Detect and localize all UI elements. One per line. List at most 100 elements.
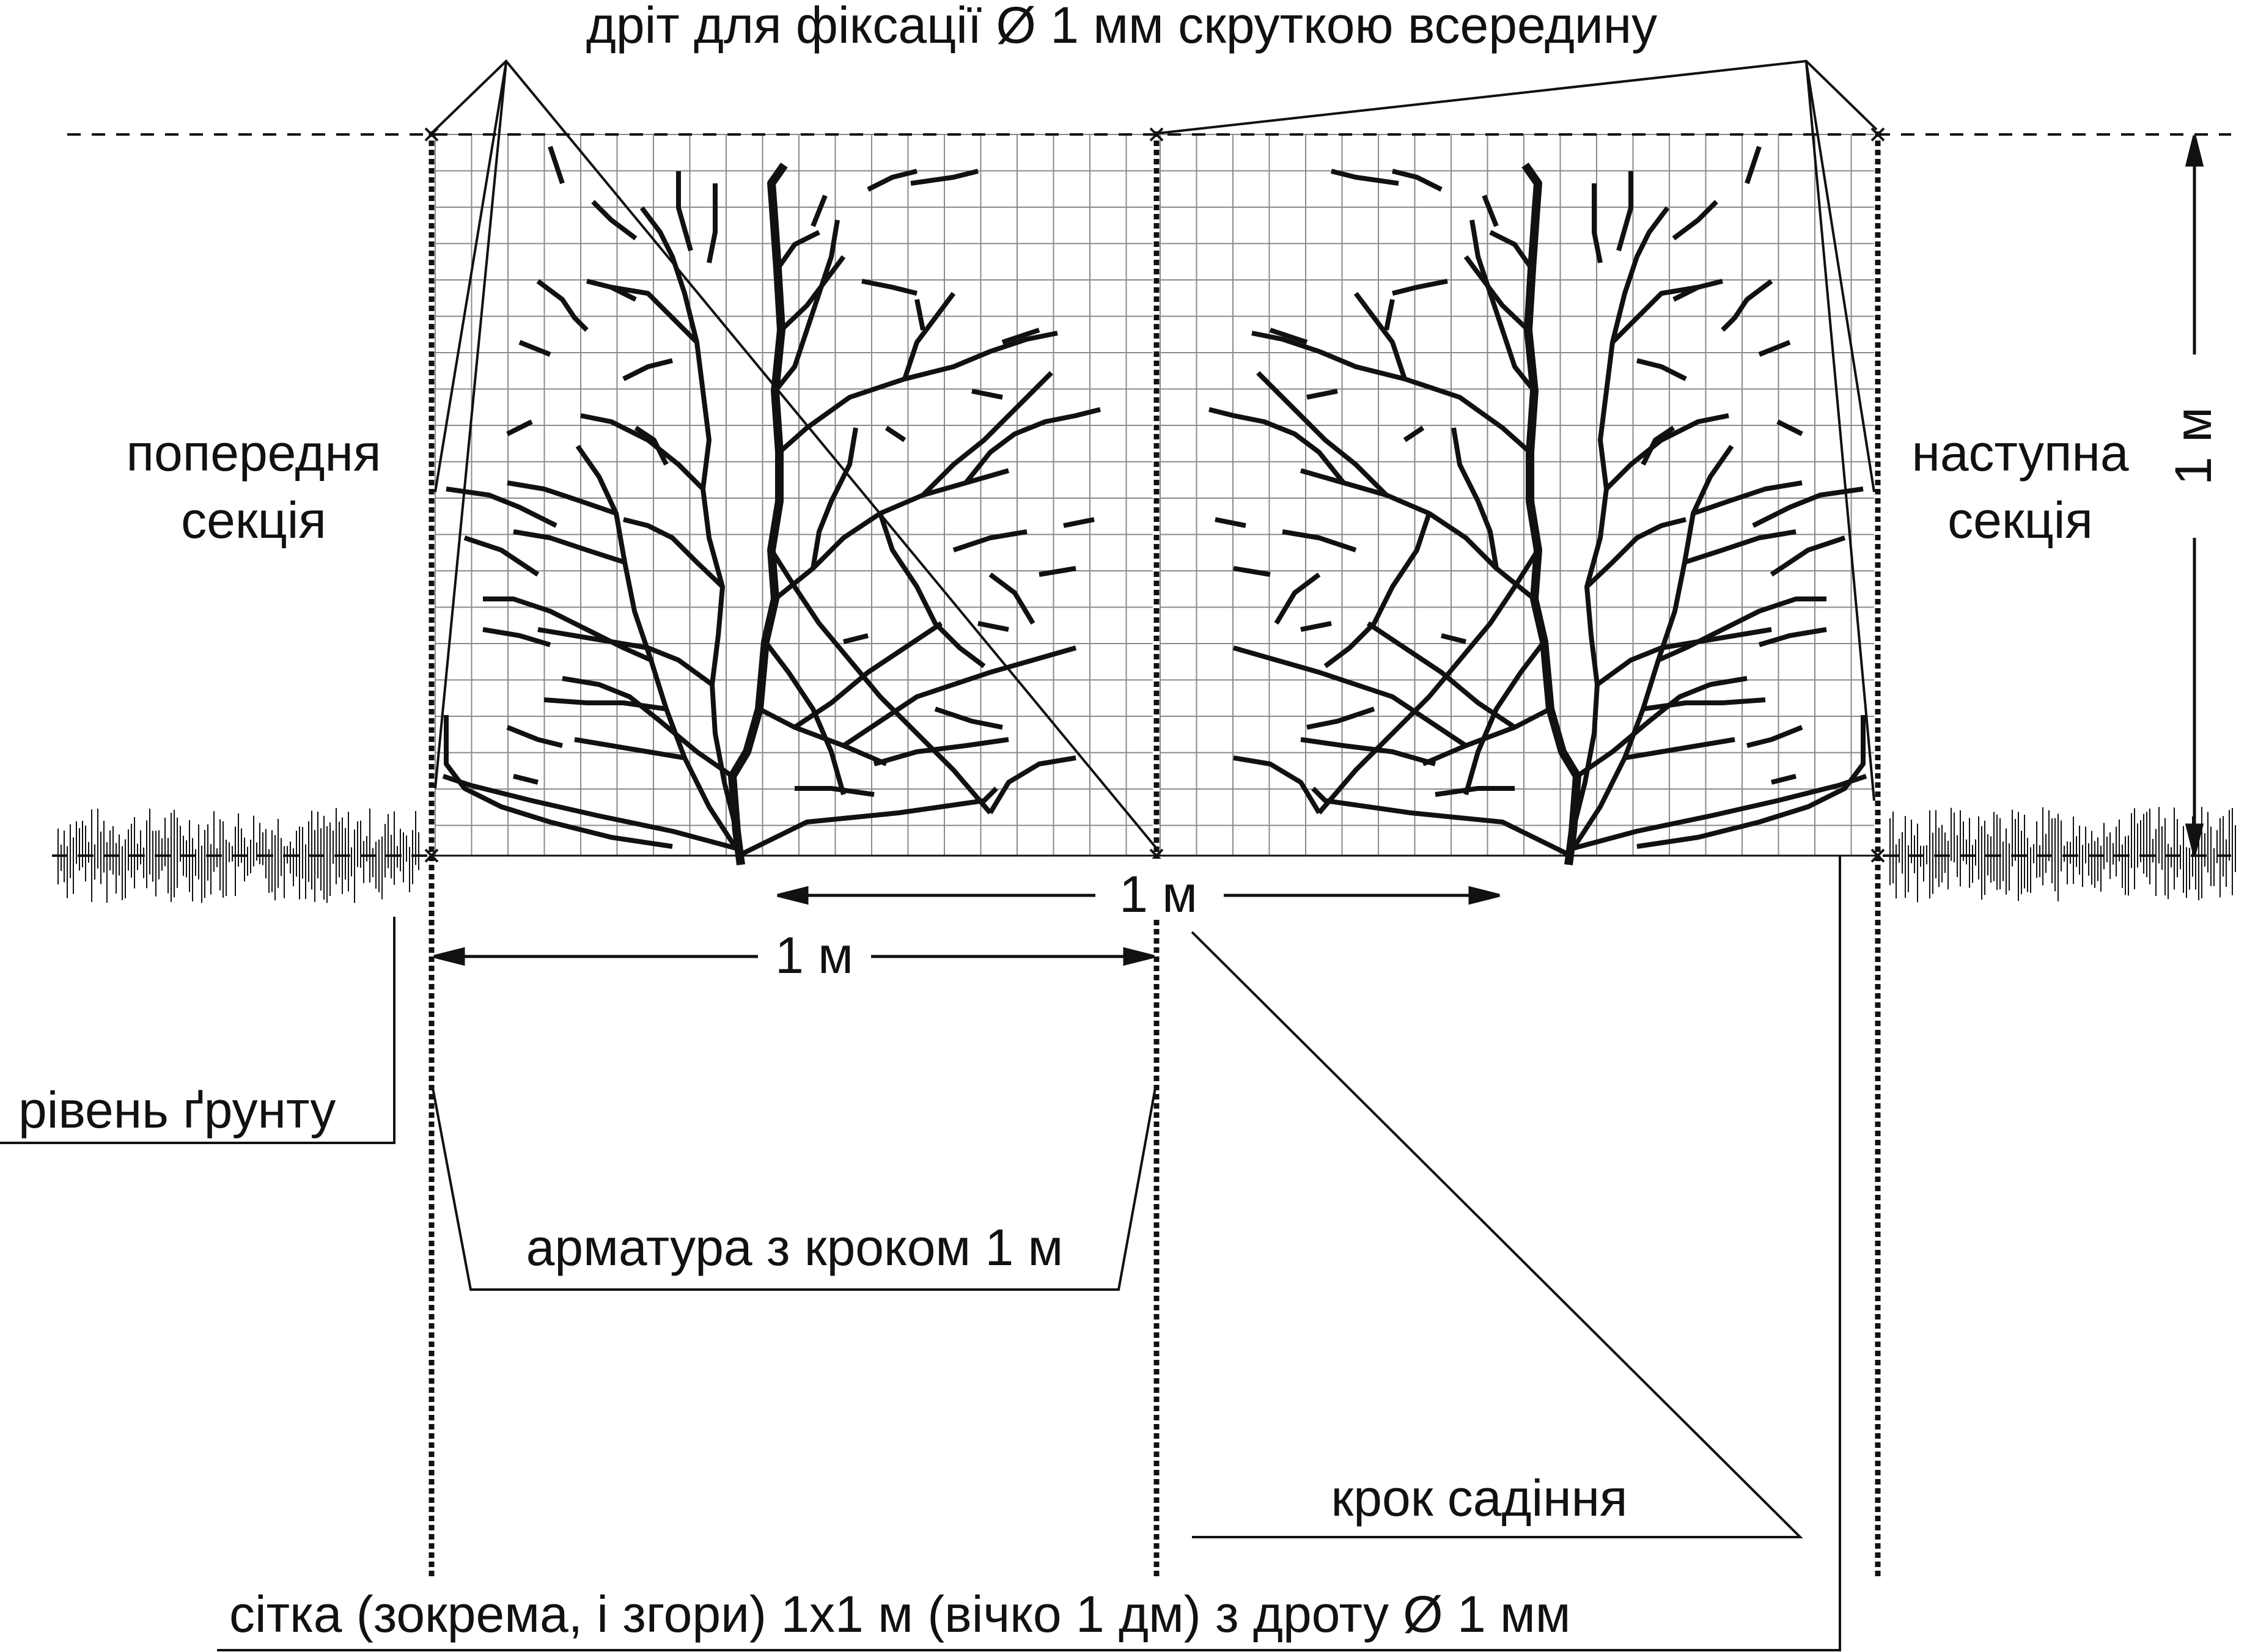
tree-branch: [1567, 774, 1867, 852]
tree-branch: [1300, 737, 1436, 766]
tree-branch: [611, 285, 699, 344]
tree-branch: [1435, 786, 1515, 797]
tree-branch: [1692, 480, 1803, 516]
tree-branch: [1311, 787, 1570, 857]
tree-branch: [1441, 633, 1466, 644]
grass-right: [1889, 807, 2236, 903]
tree-branch: [1366, 621, 1517, 730]
section-width-label: 1 м: [775, 927, 853, 984]
tree-branch: [1422, 707, 1551, 766]
tree-branch: [707, 183, 718, 263]
tree-branch: [591, 200, 638, 241]
tree-trunk: [1521, 162, 1581, 865]
tree-branch: [873, 737, 1009, 766]
tree-branch: [1721, 279, 1773, 332]
tree-branch: [543, 697, 667, 711]
tree-branch: [1585, 517, 1686, 589]
tree-branch: [1463, 255, 1530, 332]
tree-branch: [1605, 413, 1729, 491]
leader-lines: [0, 59, 1878, 1651]
tree-branch: [506, 725, 563, 748]
tree-branch: [811, 427, 858, 569]
tree-branch: [483, 597, 652, 663]
height-dimension: [2185, 135, 2204, 855]
tree-branch: [1672, 200, 1718, 241]
previous-section-label-1: попередня: [127, 424, 381, 482]
tree-branch: [506, 419, 533, 436]
rebar-leader: [432, 1087, 1157, 1291]
tree-branch: [1758, 340, 1791, 357]
rebar-label: арматура з кроком 1 м: [526, 1219, 1064, 1276]
tree-branch: [586, 279, 637, 302]
height-dimension-label: 1 м: [2164, 407, 2222, 485]
tree-branch: [1306, 389, 1338, 400]
tree-branch: [1306, 707, 1375, 730]
tree-branch: [988, 755, 1076, 815]
tree-branch: [842, 645, 1077, 748]
tree-branch: [513, 529, 626, 565]
tree-branch: [463, 535, 540, 577]
tree-branch: [1672, 279, 1723, 302]
tree-branch: [1776, 419, 1803, 436]
tree-branch: [1575, 676, 1748, 779]
tree-branch: [769, 548, 993, 815]
tree-branch: [779, 255, 846, 332]
tree-branch: [1001, 328, 1040, 345]
tree-branch: [1469, 219, 1537, 393]
tree-branch: [963, 407, 1101, 485]
tree-branch: [574, 737, 685, 760]
tree-branch: [1642, 697, 1766, 711]
tree-branch: [1331, 169, 1399, 186]
tree-left: [442, 145, 1101, 865]
planting-distance-label: 1 м: [1119, 865, 1197, 923]
tree-branch: [861, 279, 918, 296]
tree-branch: [1616, 171, 1633, 252]
tree-branch: [513, 774, 539, 785]
next-section-bracket: [1805, 62, 1875, 801]
wire-leader-right: [1158, 59, 1878, 134]
tree-branch: [580, 413, 705, 491]
mesh-leader: [217, 856, 1841, 1651]
tree-right: [1208, 145, 1867, 865]
mesh-label: сітка (зокрема, і згори) 1х1 м (вічко 1 …: [229, 1585, 1571, 1643]
tree-branch: [1282, 529, 1357, 553]
next-section-label-2: секція: [1947, 491, 2093, 549]
planting-step-leader: [1191, 931, 1803, 1538]
top-wire-label: дріт для фіксації Ø 1 мм скруткою всеред…: [586, 0, 1657, 54]
tree-branch: [1208, 407, 1346, 485]
tree-branch: [1752, 486, 1864, 528]
section-width-dimension: [433, 947, 1155, 966]
tree-branch: [1403, 425, 1425, 442]
tree-branch: [977, 621, 1009, 632]
tree-branch: [1451, 427, 1499, 569]
tree-branch: [1317, 548, 1540, 815]
planting-distance-dimension: [777, 886, 1500, 905]
tree-branch: [758, 707, 888, 766]
tree-branch: [921, 371, 1053, 497]
tree-branch: [1624, 737, 1735, 760]
tree-branch: [773, 219, 840, 393]
ground-level-leader: [0, 917, 395, 1144]
tree-trunk: [728, 162, 788, 865]
tree-branch: [988, 572, 1035, 625]
tree-branch: [1039, 566, 1076, 577]
tree-branch: [518, 340, 551, 357]
tree-branch: [811, 194, 828, 227]
tree-branch: [1323, 512, 1432, 669]
tree-branch: [952, 529, 1028, 553]
tree-branch: [622, 358, 673, 381]
tree-branch: [1611, 285, 1699, 344]
tree-branch: [971, 389, 1003, 400]
tree-branch: [1489, 230, 1534, 271]
tree-branch: [867, 169, 918, 192]
tree-branch: [1463, 640, 1546, 796]
tree-branch: [902, 292, 956, 380]
tree-branch: [1300, 621, 1332, 632]
tree-branch: [1392, 169, 1443, 192]
tree-branch: [1641, 425, 1675, 466]
tree-branch: [1233, 755, 1322, 815]
tree-branch: [1232, 645, 1468, 748]
tree-branch: [623, 517, 724, 589]
tree-branch: [910, 169, 979, 186]
